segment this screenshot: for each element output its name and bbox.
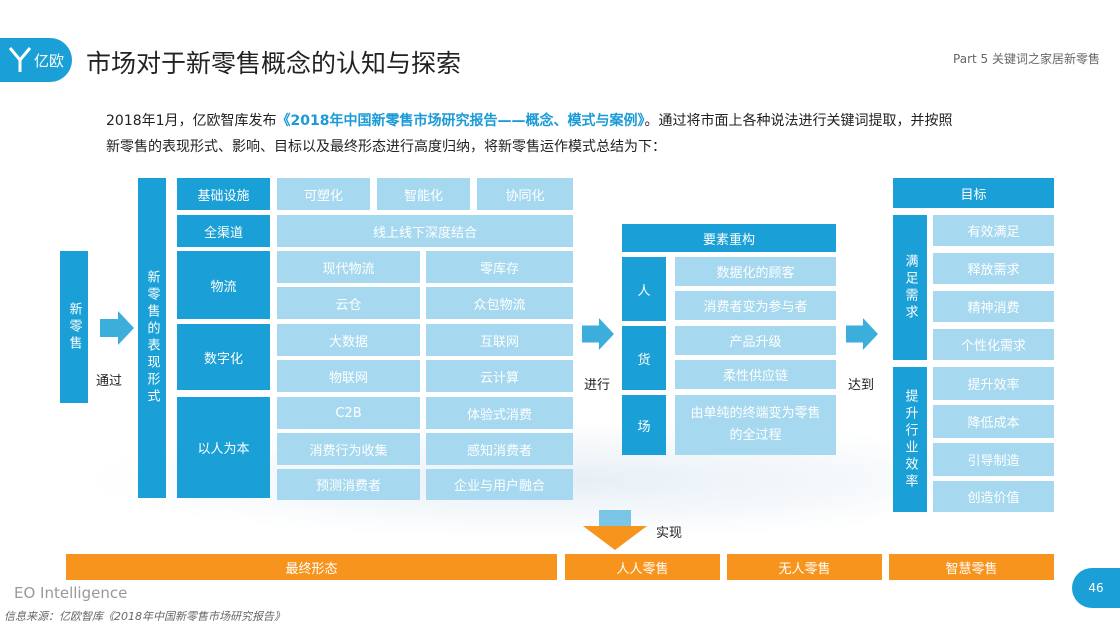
intro-line-2: 新零售的表现形式、影响、目标以及最终形态进行高度归纳，将新零售运作模式总结为下： bbox=[106, 139, 666, 155]
item-product-upgrade: 产品升级 bbox=[675, 326, 836, 355]
item-big-data: 大数据 bbox=[277, 324, 420, 356]
intro-line-1: 2018年1月，亿欧智库发布《2018年中国新零售市场研究报告——概念、模式与案… bbox=[106, 113, 953, 129]
item-internet: 互联网 bbox=[426, 324, 573, 356]
item-sense-consumer: 感知消费者 bbox=[426, 433, 573, 465]
logo-icon bbox=[8, 47, 32, 72]
item-terminal-to-process: 由单纯的终端变为零售的全过程 bbox=[675, 395, 836, 455]
row-label-infrastructure: 基础设施 bbox=[177, 178, 270, 210]
final-smart-retail: 智慧零售 bbox=[889, 554, 1054, 580]
item-modern-logistics: 现代物流 bbox=[277, 251, 420, 283]
item-predict-consumer: 预测消费者 bbox=[277, 469, 420, 500]
item-experience: 体验式消费 bbox=[426, 397, 573, 429]
arrow-label-achieve: 实现 bbox=[656, 526, 683, 541]
arrow-down-icon bbox=[583, 510, 647, 550]
item-effective-satisfy: 有效满足 bbox=[933, 215, 1054, 246]
item-cloud-computing: 云计算 bbox=[426, 360, 573, 392]
arrow-right-icon bbox=[846, 318, 878, 350]
row-label-logistics: 物流 bbox=[177, 251, 270, 319]
row-label-omnichannel: 全渠道 bbox=[177, 215, 270, 247]
middle-label-venue: 场 bbox=[622, 395, 666, 455]
arrow-right-icon bbox=[100, 311, 134, 345]
arrow-label-carry-out: 进行 bbox=[584, 378, 611, 393]
arrow-label-reach: 达到 bbox=[848, 378, 875, 393]
row-label-people: 以人为本 bbox=[177, 397, 270, 498]
page-title: 市场对于新零售概念的认知与探索 bbox=[86, 49, 462, 78]
intro-highlight: 《2018年中国新零售市场研究报告——概念、模式与案例》 bbox=[276, 113, 645, 129]
item-digital-customer: 数据化的顾客 bbox=[675, 257, 836, 286]
footer-brand: EO Intelligence bbox=[14, 584, 128, 602]
item-c2b: C2B bbox=[277, 397, 420, 429]
item-improve-efficiency: 提升效率 bbox=[933, 367, 1054, 400]
row-label-digital: 数字化 bbox=[177, 324, 270, 390]
item-reduce-cost: 降低成本 bbox=[933, 405, 1054, 438]
final-unmanned-retail: 无人零售 bbox=[727, 554, 882, 580]
final-everyone-retail: 人人零售 bbox=[565, 554, 720, 580]
item-smart: 智能化 bbox=[377, 178, 470, 210]
item-personalized-demand: 个性化需求 bbox=[933, 329, 1054, 360]
item-create-value: 创造价值 bbox=[933, 481, 1054, 512]
intro-text: 2018年1月，亿欧智库发布《2018年中国新零售市场研究报告——概念、模式与案… bbox=[106, 108, 1066, 160]
middle-label-people: 人 bbox=[622, 257, 666, 321]
item-zero-inventory: 零库存 bbox=[426, 251, 573, 283]
middle-label-goods: 货 bbox=[622, 326, 666, 390]
logo-text: 亿欧 bbox=[34, 51, 65, 70]
item-flexible-supply: 柔性供应链 bbox=[675, 360, 836, 389]
goal-label-industry-efficiency: 提升行业效率 bbox=[893, 367, 927, 512]
goal-label-satisfy-demand: 满足需求 bbox=[893, 215, 927, 360]
start-box: 新零售 bbox=[60, 251, 88, 403]
item-plastic: 可塑化 bbox=[277, 178, 370, 210]
item-collaborative: 协同化 bbox=[477, 178, 573, 210]
form-column-header: 新零售的表现形式 bbox=[138, 178, 166, 498]
footer-source: 信息来源：亿欧智库《2018年中国新零售市场研究报告》 bbox=[4, 610, 285, 623]
item-guide-manufacture: 引导制造 bbox=[933, 443, 1054, 476]
item-consumer-participant: 消费者变为参与者 bbox=[675, 291, 836, 320]
item-spiritual-consume: 精神消费 bbox=[933, 291, 1054, 322]
restructure-header: 要素重构 bbox=[622, 224, 836, 252]
final-form-label: 最终形态 bbox=[66, 554, 557, 580]
arrow-right-icon bbox=[582, 318, 614, 350]
item-iot: 物联网 bbox=[277, 360, 420, 392]
item-behavior-collect: 消费行为收集 bbox=[277, 433, 420, 465]
item-enterprise-user: 企业与用户融合 bbox=[426, 469, 573, 500]
item-release-demand: 释放需求 bbox=[933, 253, 1054, 284]
item-cloud-warehouse: 云仓 bbox=[277, 287, 420, 319]
arrow-label-through: 通过 bbox=[96, 374, 123, 389]
goal-header: 目标 bbox=[893, 178, 1054, 208]
page-number: 46 bbox=[1072, 568, 1120, 608]
item-online-offline: 线上线下深度结合 bbox=[277, 215, 573, 247]
item-crowd-logistics: 众包物流 bbox=[426, 287, 573, 319]
logo: 亿欧 bbox=[0, 38, 72, 82]
section-label: Part 5 关键词之家居新零售 bbox=[953, 52, 1100, 66]
